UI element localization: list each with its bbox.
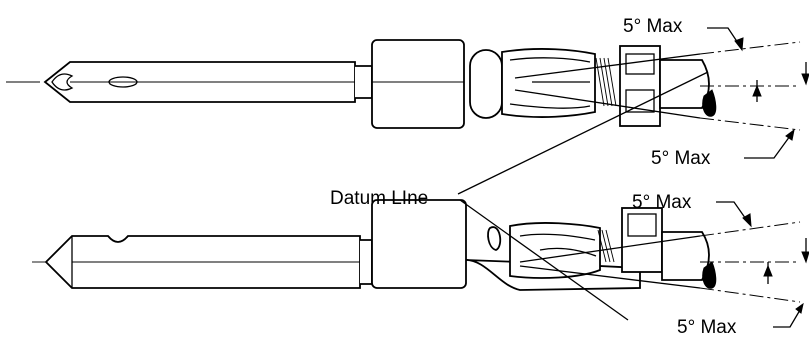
bottom-upper-angle-line xyxy=(519,235,701,263)
top-lower-leader xyxy=(744,135,791,159)
bottom-lower-leader xyxy=(773,309,801,328)
top-lower-angle-line xyxy=(514,89,701,119)
top-hex-barrel xyxy=(371,39,465,129)
top-pin-slot xyxy=(108,76,138,88)
bottom-wire-insulation xyxy=(661,231,710,281)
bottom-lower-angle-line xyxy=(519,265,701,289)
datum-line-leaders xyxy=(457,71,709,321)
bottom-upper-leader xyxy=(716,201,749,223)
bottom-pin-shoulder xyxy=(360,239,373,285)
top-wire-loop xyxy=(469,49,503,119)
top-lower-angle-label: 5° Max xyxy=(651,148,711,169)
top-contact xyxy=(6,27,809,159)
datum-leader-top xyxy=(457,71,709,195)
datum-leader-bottom xyxy=(459,199,629,321)
bottom-barrel xyxy=(371,199,467,289)
bottom-wire-break-mark xyxy=(702,261,717,289)
top-upper-angle-line xyxy=(514,53,701,79)
bottom-lower-angle-label: 5° Max xyxy=(677,317,737,338)
datum-line-label: Datum LIne xyxy=(330,188,428,209)
top-pin-shoulder xyxy=(355,65,373,99)
bottom-ferrule xyxy=(621,207,663,273)
bottom-upper-angle-label: 5° Max xyxy=(632,192,692,213)
bottom-contact xyxy=(32,199,809,328)
top-upper-angle-label: 5° Max xyxy=(623,16,683,37)
top-pin-tip xyxy=(51,73,74,91)
bottom-strand-end xyxy=(487,226,502,251)
top-upper-leader xyxy=(707,27,741,47)
top-crimp-sleeve xyxy=(501,48,596,118)
bottom-strand-hatch xyxy=(597,229,615,263)
top-wire-break-mark xyxy=(702,89,717,117)
